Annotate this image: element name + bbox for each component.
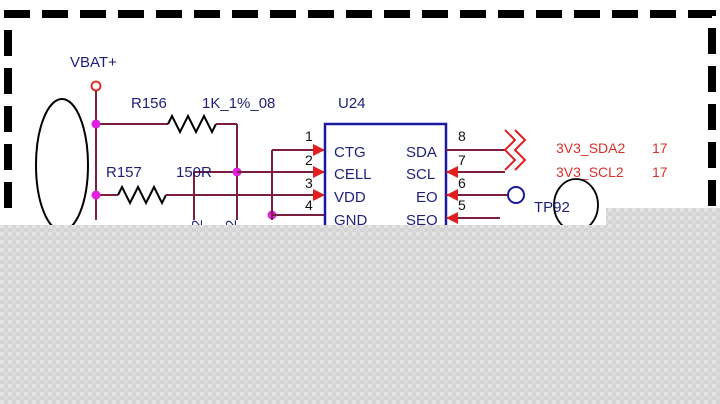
pin-name: SCL	[406, 166, 435, 183]
net-label: 3V3_SDA2	[556, 140, 625, 156]
pixelated-overlay-right	[606, 208, 720, 228]
net-page-ref: 17	[652, 140, 668, 156]
ic-ref: U24	[338, 95, 366, 112]
pin-name: CTG	[334, 144, 366, 161]
off-page-connector-icon	[503, 129, 517, 171]
pin-number: 2	[305, 152, 313, 168]
r157-resistor	[117, 184, 167, 206]
test-point-circle	[507, 186, 525, 204]
r156-value: 1K_1%_08	[202, 95, 275, 112]
pin-number: 4	[305, 197, 313, 213]
power-net-label: VBAT+	[70, 54, 117, 71]
sheet-border	[4, 10, 716, 208]
partial-rotated-label-2: 2	[223, 220, 240, 228]
pin-number: 3	[305, 175, 313, 191]
pin-name: VDD	[334, 189, 366, 206]
pin-number: 5	[458, 197, 466, 213]
pin-number: 1	[305, 128, 313, 144]
partial-rotated-label: 2	[189, 220, 206, 228]
test-point-ref: TP92	[534, 199, 570, 216]
pin-name: CELL	[334, 166, 372, 183]
pin7-arrow	[446, 166, 458, 178]
off-page-connector-icon	[513, 129, 527, 171]
pin-name: SDA	[406, 144, 437, 161]
junction-dot	[91, 190, 101, 200]
pin6-arrow	[446, 189, 458, 201]
pixelated-overlay	[0, 225, 720, 404]
r157-value: 150R	[176, 164, 212, 181]
junction-dot	[91, 119, 101, 129]
r157-ref: R157	[106, 164, 142, 181]
pin-name: GND	[334, 212, 368, 229]
pin-name: SEO	[406, 212, 438, 229]
net-label: 3V3_SCL2	[556, 164, 624, 180]
pin-number: 8	[458, 128, 466, 144]
pin5-arrow	[446, 212, 458, 224]
pin-name: EO	[416, 189, 438, 206]
power-terminal	[90, 80, 102, 92]
r156-resistor	[167, 113, 217, 135]
r156-ref: R156	[131, 95, 167, 112]
net-page-ref: 17	[652, 164, 668, 180]
battery-symbol	[35, 98, 89, 232]
pin3-arrow	[313, 189, 325, 201]
pin2-arrow	[313, 166, 325, 178]
pin-number: 6	[458, 175, 466, 191]
pin-number: 7	[458, 152, 466, 168]
pin1-arrow	[313, 144, 325, 156]
